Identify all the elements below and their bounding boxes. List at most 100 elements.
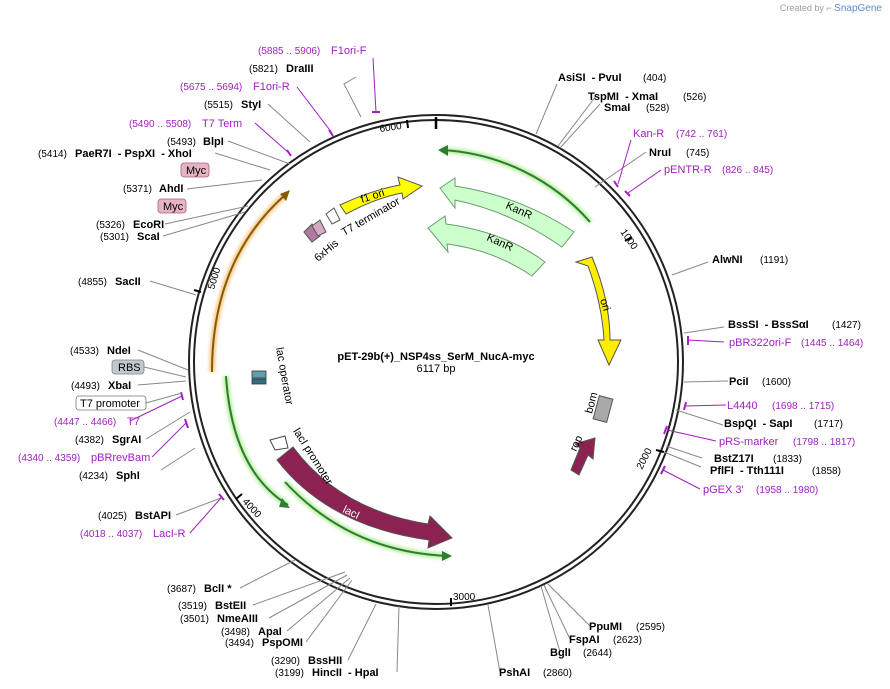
primer-range-prs-marker: (1798 .. 1817) (793, 437, 855, 448)
leader-bstz17i (665, 445, 703, 459)
leader-ecori (164, 205, 249, 225)
site-pos-bsteii: (3519) (178, 601, 207, 612)
primer-mark-kan-r (613, 180, 619, 188)
leader-hincii (396, 605, 400, 673)
site-pos-bstapi: (4025) (98, 511, 127, 522)
leader-pflfi (663, 451, 702, 468)
site-name-hincii: HincII - HpaI (312, 667, 379, 679)
site-name-bcli: BclI * (204, 583, 232, 595)
primer-name-pgex: pGEX 3' (703, 484, 744, 496)
leader-laci-r (189, 497, 222, 534)
site-name-styi: StyI (241, 99, 261, 111)
leader-apai (286, 577, 351, 632)
site-pos-ppumi: (2595) (636, 622, 665, 633)
leader-rbs (143, 366, 187, 378)
primer-range-pgex: (1958 .. 1980) (756, 485, 818, 496)
plasmid-length: 6117 bp (417, 363, 456, 375)
leader-lines (129, 57, 729, 673)
kanr-arrow-outer (439, 177, 575, 248)
bom-label: bom (583, 391, 600, 415)
site-pos-pflfi: (1858) (812, 466, 841, 477)
leader-t7term (254, 122, 290, 154)
primer-range-f1ori-f: (5885 .. 5906) (258, 46, 320, 57)
site-name-blpi: BlpI (203, 136, 224, 148)
leader-prs-marker (666, 429, 717, 442)
leader-nrui (594, 151, 647, 188)
leader-pgex (662, 469, 701, 490)
leader-pspomi (305, 579, 353, 643)
primer-range-pentr-r: (826 .. 845) (722, 165, 773, 176)
site-name-xhoi: PaeR7I - PspXI - XhoI (75, 148, 192, 160)
tick-4000 (235, 493, 243, 500)
site-pos-sphi: (4234) (79, 471, 108, 482)
tick-2000 (655, 449, 665, 453)
site-name-bsssi: BssSI - BssSαI (728, 319, 809, 331)
t7-promoter-box (75, 395, 147, 411)
leader-f1ori-r (296, 86, 333, 134)
leader-bcli (239, 559, 296, 589)
six-his-feature (303, 223, 321, 243)
leader-alwni (671, 261, 709, 276)
site-pos-pcii: (1600) (762, 377, 791, 388)
site-pos-ndei: (4533) (70, 346, 99, 357)
leader-t7 (129, 395, 183, 422)
leader-bsssi (683, 326, 725, 334)
site-name-smai: SmaI (604, 102, 630, 114)
leader-pvui (535, 83, 558, 135)
site-pos-nrui: (745) (686, 148, 709, 159)
brand-created-by: Created by (779, 3, 824, 13)
site-pos-sacii: (4855) (78, 277, 107, 288)
ruler-label-3000: 3000 (453, 592, 476, 603)
lac-operator-box-2 (251, 378, 267, 385)
tick-6000 (406, 119, 409, 129)
rbs-box (111, 359, 145, 375)
leader-pcii (683, 380, 729, 383)
primer-mark-pentr-r (624, 190, 631, 197)
laci-arrow (276, 446, 453, 549)
primer-name-pbr322ori-f: pBR322ori-F (729, 337, 792, 349)
leader-pbr322ori-f (687, 339, 725, 343)
myc-box-1-label: Myc (186, 165, 207, 177)
t7-terminator-feature (325, 207, 341, 225)
orange-arc-arrowhead (280, 190, 290, 201)
site-pos-ahdi: (5371) (123, 184, 152, 195)
lac-operator-label: lac operator (273, 346, 295, 406)
leader-pshai (487, 604, 501, 673)
primer-range-pbr322ori-f: (1445 .. 1464) (801, 338, 863, 349)
leader-smai (559, 103, 601, 149)
site-pos-pspomi: (3494) (225, 638, 254, 649)
site-pos-hincii: (3199) (275, 668, 304, 679)
site-name-xbai: XbaI (108, 380, 131, 392)
primer-range-pbrrevbam: (4340 .. 4359) (18, 453, 80, 464)
leader-kan-r (617, 139, 632, 185)
lac-operator-box-1 (251, 370, 267, 379)
ori-arrow (574, 256, 622, 367)
laci-left-arc-line (225, 375, 289, 506)
leader-draiii (343, 76, 362, 118)
site-pos-bstz17i: (1833) (773, 454, 802, 465)
restriction-sites: (5821) DraIII (5515) StyI (5493) BlpI (5… (38, 63, 861, 679)
primer-name-f1ori-r: F1ori-R (253, 81, 290, 93)
leader-sgrai (145, 411, 191, 440)
site-name-ndei: NdeI (107, 345, 131, 357)
site-name-xmai: TspMI - XmaI (588, 91, 658, 103)
site-name-sacii: SacII (115, 276, 141, 288)
site-name-bsshii: BssHII (308, 655, 342, 667)
snapgene-watermark: Created by ⌐ SnapGene (780, 3, 882, 14)
laci-bottom-arc-arrowhead (442, 551, 452, 561)
primer-name-t7term: T7 Term (202, 118, 242, 130)
site-pos-alwni: (1191) (760, 255, 788, 266)
site-pos-apai: (3498) (221, 627, 250, 638)
myc-box-2 (157, 198, 187, 214)
leader-pentr-r (627, 169, 662, 194)
leader-bsteii (252, 571, 346, 606)
primer-mark-prs-marker (663, 425, 668, 435)
primer-name-pbrrevbam: pBRrevBam (91, 452, 150, 464)
site-pos-xmai: (526) (683, 92, 706, 103)
kanr-outer-arrowhead (438, 145, 448, 156)
feature-arcs: KanR KanR f1 ori ori bom rop lacI lacI (209, 145, 622, 561)
plasmid-name: pET-29b(+)_NSP4ss_SerM_NucA-myc (337, 351, 534, 363)
site-pos-nmeaiii: (3501) (180, 614, 209, 625)
primer-range-l4440: (1698 .. 1715) (772, 401, 834, 412)
orange-arc-line (211, 194, 286, 373)
